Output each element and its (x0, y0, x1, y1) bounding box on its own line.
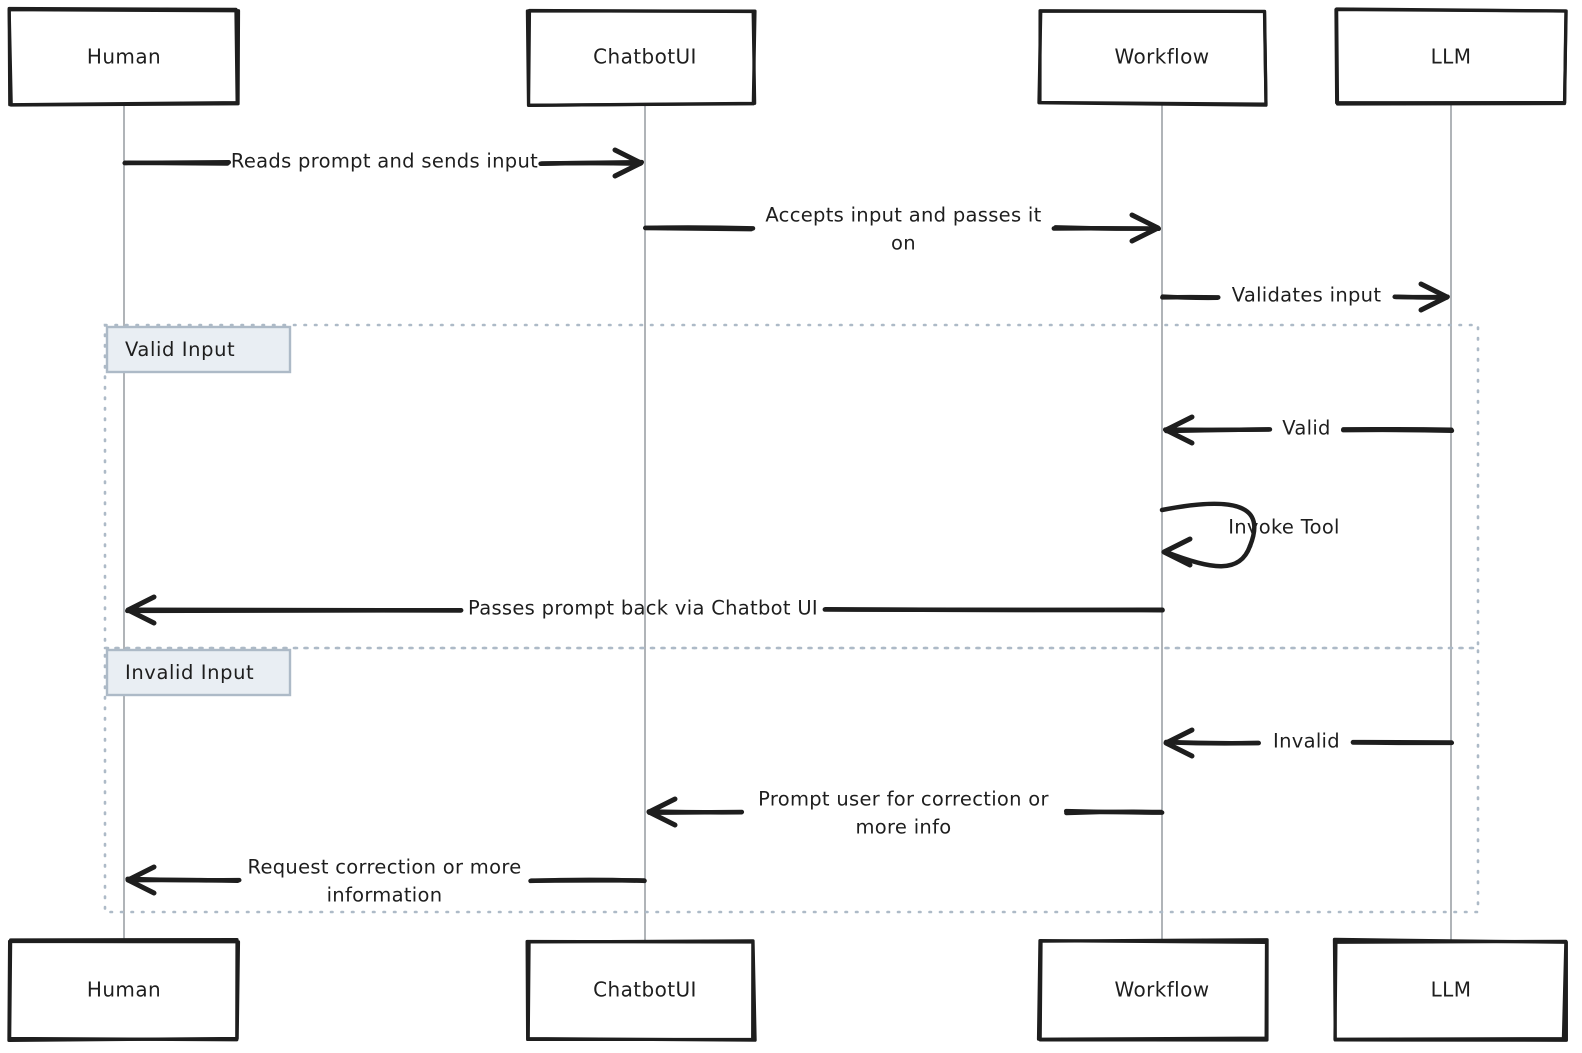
participant-box (7, 6, 241, 107)
participant-ui-top[interactable]: ChatbotUI (525, 8, 757, 107)
arrowhead (1161, 536, 1193, 568)
message-m8[interactable]: Prompt user for correction or more info (646, 788, 1165, 839)
participant-label-wf: Workflow (1114, 978, 1209, 1002)
message-m4[interactable]: Valid (1162, 414, 1455, 446)
participant-llm-top[interactable]: LLM (1334, 7, 1568, 106)
participant-box (525, 8, 757, 107)
participant-ui-bottom[interactable]: ChatbotUI (525, 939, 757, 1042)
participant-label-ui: ChatbotUI (593, 45, 697, 69)
arrowhead (646, 796, 678, 828)
regions-group (103, 323, 1480, 914)
message-label-m2-line1: Accepts input and passes it (765, 204, 1041, 227)
arrowhead (1418, 281, 1450, 313)
participant-box (7, 937, 241, 1042)
participant-human-bottom[interactable]: Human (7, 937, 241, 1042)
message-label-m2-line2: on (891, 232, 916, 255)
participant-label-wf: Workflow (1114, 45, 1209, 69)
participant-boxes-top: Human ChatbotUI Workflow LLM (7, 6, 1568, 107)
participant-box (1037, 9, 1268, 107)
message-label-m3: Validates input (1232, 284, 1382, 307)
region-invalid (103, 646, 1480, 914)
message-label-m9-line1: Request correction or more (247, 856, 521, 879)
self-loop-bottom (1163, 543, 1253, 569)
message-label-m8-line2: more info (856, 816, 952, 839)
message-label-m1: Reads prompt and sends input (231, 150, 538, 173)
message-m9[interactable]: Request correction or more information (125, 856, 647, 907)
participant-label-human: Human (87, 45, 161, 69)
participant-wf-top[interactable]: Workflow (1037, 9, 1268, 107)
region-valid (103, 323, 1480, 650)
participant-human-top[interactable]: Human (7, 6, 241, 107)
participant-llm-bottom[interactable]: LLM (1332, 937, 1568, 1042)
region-tag-label: Invalid Input (125, 661, 254, 684)
message-label-m7: Invalid (1273, 730, 1340, 753)
participant-label-ui: ChatbotUI (593, 978, 697, 1002)
lifelines-group (123, 103, 1452, 943)
message-m5[interactable]: Invoke Tool (1159, 501, 1340, 569)
arrowhead (125, 864, 157, 896)
region-tag-tag-valid[interactable]: Valid Input (105, 325, 292, 374)
message-label-m9-line2: information (327, 884, 443, 907)
message-label-m5: Invoke Tool (1228, 516, 1340, 539)
participant-box (1036, 938, 1269, 1042)
arrowhead (1163, 414, 1195, 446)
message-label-m8-line1: Prompt user for correction or (758, 788, 1049, 811)
arrowhead (612, 147, 644, 179)
message-m2[interactable]: Accepts input and passes it on (643, 204, 1162, 255)
participant-label-llm: LLM (1431, 45, 1472, 69)
arrowhead (1129, 212, 1161, 244)
region-tag-tag-invalid[interactable]: Invalid Input (105, 648, 292, 697)
region-tag-box (105, 325, 292, 374)
participant-boxes-bottom: Human ChatbotUI Workflow LLM (7, 937, 1568, 1042)
participant-wf-bottom[interactable]: Workflow (1036, 938, 1269, 1042)
arrowhead (125, 594, 157, 626)
message-m1[interactable]: Reads prompt and sends input (122, 147, 645, 179)
message-label-m4: Valid (1282, 417, 1331, 440)
region-tag-label: Valid Input (125, 338, 235, 361)
message-m3[interactable]: Validates input (1160, 281, 1450, 313)
self-loop-top (1159, 501, 1257, 549)
participant-box (525, 939, 757, 1042)
participant-label-human: Human (87, 978, 161, 1002)
message-label-m6: Passes prompt back via Chatbot UI (468, 597, 818, 620)
participant-label-llm: LLM (1431, 978, 1472, 1002)
arrowhead (1163, 727, 1195, 759)
message-m6[interactable]: Passes prompt back via Chatbot UI (125, 594, 1165, 626)
participant-box (1332, 937, 1568, 1042)
message-m7[interactable]: Invalid (1163, 727, 1455, 759)
region-tag-box (105, 648, 292, 697)
participant-box (1334, 7, 1568, 106)
